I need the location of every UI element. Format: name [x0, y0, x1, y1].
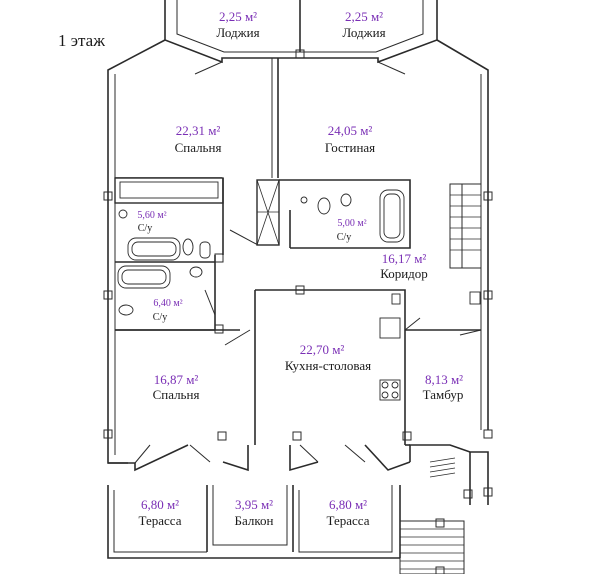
living-area: 24,05 м²	[328, 123, 373, 138]
balcony-area: 3,95 м²	[235, 497, 273, 512]
bedroom-bottom-area: 16,87 м²	[154, 372, 199, 387]
fixtures	[117, 189, 481, 401]
loggia-left-area: 2,25 м²	[219, 9, 257, 24]
room-loggia-right: 2,25 м² Лоджия	[342, 9, 385, 40]
terrace-left-name: Терасса	[139, 513, 182, 528]
tambur-name: Тамбур	[423, 387, 464, 402]
room-terrace-left: 6,80 м² Терасса	[139, 497, 182, 528]
bath-3-name: С/у	[153, 312, 167, 323]
room-bath-1: 5,60 м² С/у	[137, 210, 166, 234]
bath-2-area: 5,00 м²	[337, 218, 366, 229]
bedroom-bottom-name: Спальня	[153, 387, 200, 402]
room-terrace-right: 6,80 м² Терасса	[327, 497, 370, 528]
tambur-area: 8,13 м²	[425, 372, 463, 387]
loggia-left-name: Лоджия	[216, 25, 259, 40]
room-kitchen: 22,70 м² Кухня-столовая	[285, 342, 371, 373]
kitchen-name: Кухня-столовая	[285, 358, 371, 373]
room-labels: 2,25 м² Лоджия 2,25 м² Лоджия 22,31 м² С…	[137, 9, 463, 528]
loggia-right-area: 2,25 м²	[345, 9, 383, 24]
corridor-name: Коридор	[380, 266, 428, 281]
room-loggia-left: 2,25 м² Лоджия	[216, 9, 259, 40]
window-markers	[103, 49, 493, 574]
room-bath-3: 6,40 м² С/у	[153, 298, 183, 323]
outer-walls	[107, 0, 489, 505]
doors	[134, 61, 482, 464]
room-bedroom-top: 22,31 м² Спальня	[175, 123, 222, 155]
room-balcony: 3,95 м² Балкон	[235, 497, 274, 528]
room-corridor: 16,17 м² Коридор	[380, 251, 428, 281]
internal-walls	[114, 58, 482, 478]
terrace-left-area: 6,80 м²	[141, 497, 179, 512]
loggia-right-name: Лоджия	[342, 25, 385, 40]
kitchen-area: 22,70 м²	[300, 342, 345, 357]
room-bath-2: 5,00 м² С/у	[337, 218, 367, 243]
terrace-right-area: 6,80 м²	[329, 497, 367, 512]
room-tambur: 8,13 м² Тамбур	[423, 372, 464, 402]
corridor-area: 16,17 м²	[382, 251, 427, 266]
room-living: 24,05 м² Гостиная	[325, 123, 375, 155]
bath-2-name: С/у	[337, 232, 351, 243]
bath-1-area: 5,60 м²	[137, 210, 166, 221]
bottom-terraces	[107, 485, 465, 574]
bath-3-area: 6,40 м²	[153, 298, 182, 309]
bedroom-top-area: 22,31 м²	[176, 123, 221, 138]
balcony-name: Балкон	[235, 513, 274, 528]
room-bedroom-bottom: 16,87 м² Спальня	[153, 372, 200, 402]
bedroom-top-name: Спальня	[175, 140, 222, 155]
floor-label: 1 этаж	[58, 31, 105, 50]
terrace-right-name: Терасса	[327, 513, 370, 528]
living-name: Гостиная	[325, 140, 375, 155]
bath-1-name: С/у	[138, 223, 152, 234]
